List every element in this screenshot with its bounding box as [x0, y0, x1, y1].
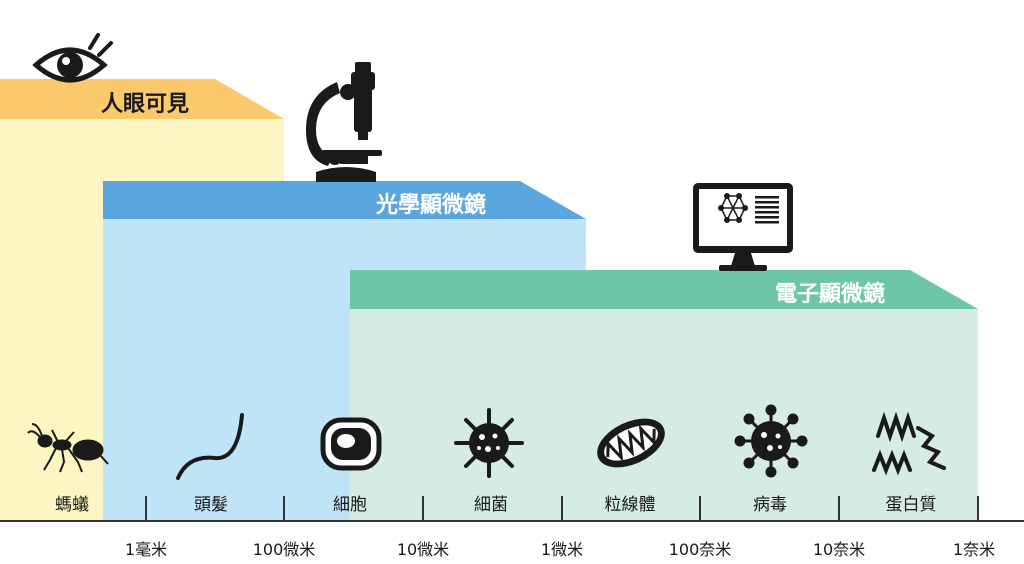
scale-label-1nm: 1奈米 — [952, 540, 996, 559]
monitor-icon — [693, 183, 793, 271]
bacteria-icon — [454, 408, 524, 478]
object-label-bacteria: 細菌 — [474, 495, 508, 515]
scale-label-10um: 10微米 — [396, 540, 450, 559]
eye-band-header — [0, 79, 284, 119]
electron-band-body — [350, 309, 978, 522]
virus-icon — [734, 404, 808, 478]
mitochondria-icon — [597, 418, 665, 468]
scale-label-100um: 100微米 — [252, 540, 316, 559]
scale-label-100nm: 100奈米 — [668, 540, 732, 559]
protein-icon — [872, 411, 946, 476]
eye-icon — [32, 33, 113, 83]
object-label-ant: 螞蟻 — [55, 495, 89, 515]
object-label-cell: 細胞 — [333, 495, 367, 515]
object-label-protein: 蛋白質 — [885, 495, 937, 515]
ant-icon — [27, 423, 109, 473]
scale-label-1mm: 1毫米 — [124, 540, 168, 559]
object-label-mitochondria: 粒線體 — [604, 495, 656, 515]
object-label-hair: 頭髮 — [194, 495, 228, 515]
scale-ticks — [145, 496, 979, 521]
light-band-header — [103, 181, 586, 219]
electron-band-header — [350, 270, 978, 309]
hair-icon — [176, 413, 244, 480]
object-label-virus: 病毒 — [753, 495, 787, 515]
eye-band-label: 人眼可見 — [101, 92, 190, 117]
scale-label-10nm: 10奈米 — [812, 540, 866, 559]
scale-label-1um: 1微米 — [540, 540, 584, 559]
microscope-icon — [306, 62, 382, 182]
cell-icon — [320, 417, 382, 471]
light-microscope-band-label: 光學顯微鏡 — [376, 193, 487, 218]
electron-microscope-band-label: 電子顯微鏡 — [775, 282, 886, 307]
